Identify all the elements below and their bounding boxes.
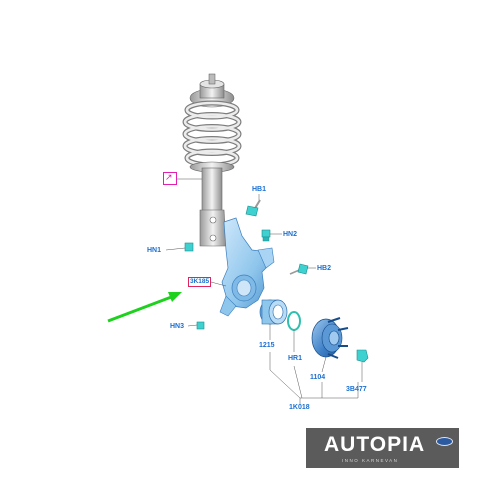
steering-knuckle (219, 217, 275, 317)
fastener-hn1 (184, 242, 194, 252)
wheel-hub (311, 317, 349, 359)
logo-subtext: INNO KARNEVAN (342, 458, 399, 463)
wheel-bearing (259, 299, 288, 325)
label-1215: 1215 (259, 342, 275, 349)
label-hn3: HN3 (170, 323, 185, 330)
fastener-hn3 (196, 321, 205, 330)
label-hb2: HB2 (317, 265, 332, 272)
label-hn2: HN2 (283, 231, 298, 238)
label-hb1: HB1 (252, 186, 267, 193)
label-hr1: HR1 (288, 355, 303, 362)
fastener-hn2 (261, 229, 271, 242)
label-1k018: 1K018 (289, 404, 310, 411)
strut-callout-marker: ↗ (163, 172, 177, 185)
label-3b477: 3B477 (346, 386, 367, 393)
label-hn1: HN1 (147, 247, 162, 254)
fastener-hb1 (245, 199, 261, 217)
logo-text: AUTOPIA (324, 433, 426, 456)
leader-lines (165, 178, 363, 404)
autopia-logo: AUTOPIA INNO KARNEVAN (306, 428, 459, 468)
pointer-arrow (107, 292, 182, 323)
strut-assembly (182, 73, 242, 247)
brand-oval-icon (436, 437, 453, 446)
label-3k185: 3K185 (188, 277, 212, 287)
fastener-hb2 (289, 263, 309, 275)
fastener-3b477 (356, 349, 369, 363)
label-1104: 1104 (310, 374, 326, 381)
snap-ring (287, 311, 301, 331)
link-arrow-icon: ↗ (165, 172, 173, 182)
